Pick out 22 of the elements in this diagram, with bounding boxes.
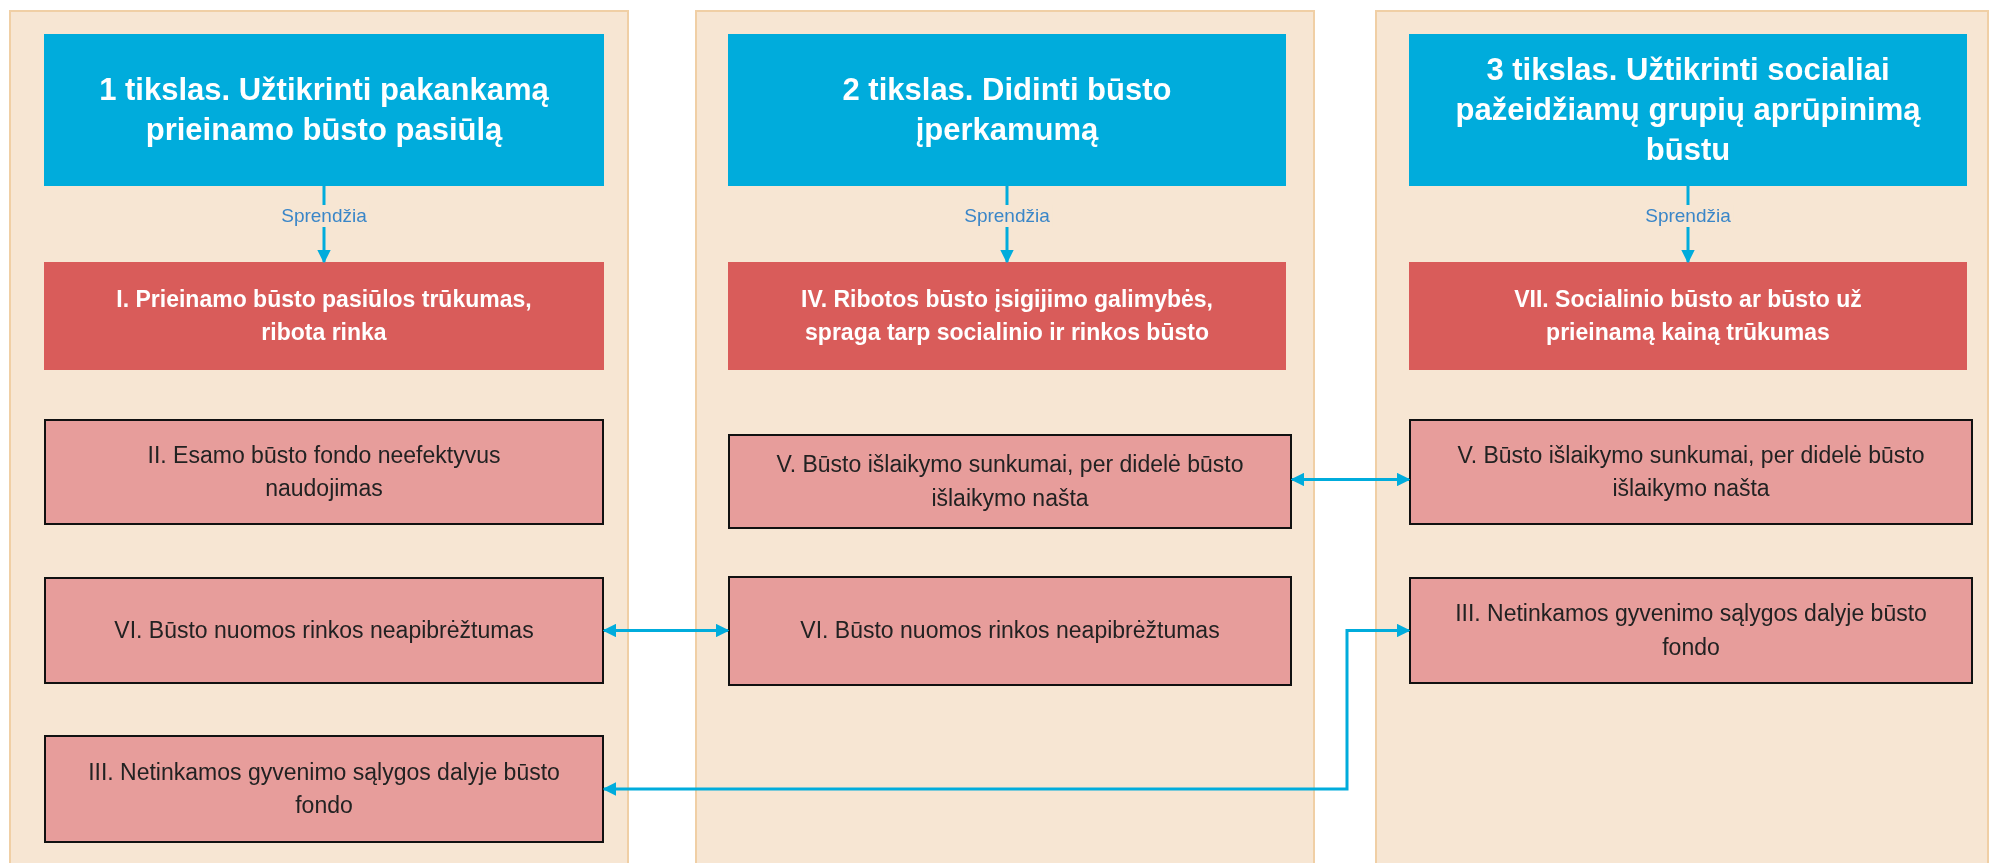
column-panel (695, 10, 1315, 863)
sub-problem-box: VI. Būsto nuomos rinkos neapibrėžtumas (44, 577, 604, 684)
goal-box: 3 tikslas. Užtikrinti socialiai pažeidžiamų grupių aprūpinimą būstu (1409, 34, 1967, 186)
goal-box: 1 tikslas. Užtikrinti pakankamą prieinamo būsto pasiūlą (44, 34, 604, 186)
edge-label: Sprendžia (279, 205, 369, 227)
arrow (602, 623, 730, 638)
edge-label: Sprendžia (1643, 205, 1733, 227)
sub-problem-box: VI. Būsto nuomos rinkos neapibrėžtumas (728, 576, 1292, 686)
sub-problem-box: III. Netinkamos gyvenimo sąlygos dalyje būsto fondo (44, 735, 604, 843)
goal-box: 2 tikslas. Didinti būsto įperkamumą (728, 34, 1286, 186)
arrow (1290, 472, 1411, 487)
problem-box: I. Prieinamo būsto pasiūlos trūkumas, ribota rinka (44, 262, 604, 370)
sub-problem-box: III. Netinkamos gyvenimo sąlygos dalyje būsto fondo (1409, 577, 1973, 684)
sub-problem-box: II. Esamo būsto fondo neefektyvus naudojimas (44, 419, 604, 525)
problem-box: VII. Socialinio būsto ar būsto už prieinamą kainą trūkumas (1409, 262, 1967, 370)
problem-box: IV. Ribotos būsto įsigijimo galimybės, spraga tarp socialinio ir rinkos būsto (728, 262, 1286, 370)
sub-problem-box: V. Būsto išlaikymo sunkumai, per didelė būsto išlaikymo našta (728, 434, 1292, 529)
sub-problem-box: V. Būsto išlaikymo sunkumai, per didelė būsto išlaikymo našta (1409, 419, 1973, 525)
column-panel (1375, 10, 1989, 863)
edge-label: Sprendžia (962, 205, 1052, 227)
arrow (602, 623, 1411, 796)
column-panel (9, 10, 629, 863)
